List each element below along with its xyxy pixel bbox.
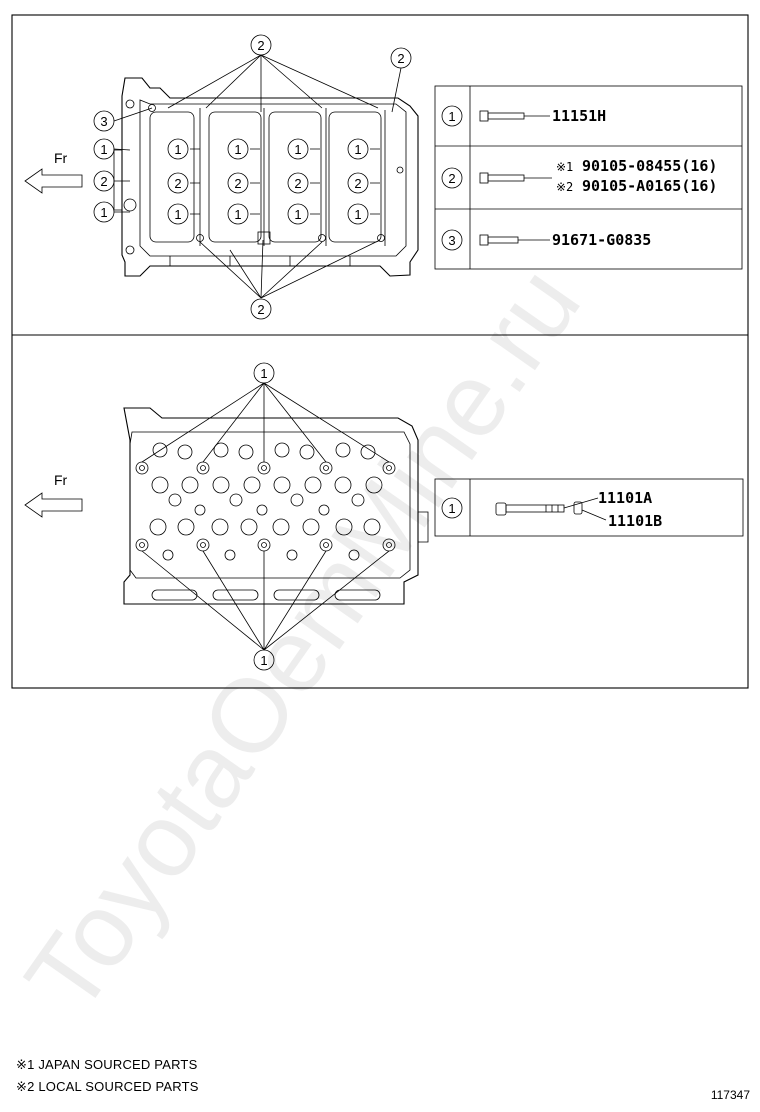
bolt-icon (479, 234, 550, 246)
top-leader-lines (113, 54, 402, 299)
callout-2: 2 (167, 172, 189, 194)
callout-3: 3 (93, 110, 115, 132)
svg-text:1: 1 (174, 207, 181, 222)
front-direction-arrow-bottom: Fr (24, 472, 83, 518)
callout-1: 1 (347, 203, 369, 225)
head-bolt-icon (495, 497, 599, 516)
part-number: 11101A (598, 489, 652, 507)
legend-key-1: 1 (441, 105, 463, 127)
svg-text:1: 1 (294, 142, 301, 157)
callout-1: 1 (93, 138, 115, 160)
bolt-icon (479, 172, 552, 184)
legend-key-3: 3 (441, 229, 463, 251)
part-number: 11101B (608, 512, 662, 530)
callout-1: 1 (253, 649, 275, 671)
footnote-local: ※2 LOCAL SOURCED PARTS (16, 1079, 199, 1094)
svg-text:1: 1 (260, 653, 267, 668)
part-number: 90105-08455(16) (582, 157, 717, 175)
svg-text:1: 1 (174, 142, 181, 157)
callout-2: 2 (93, 170, 115, 192)
callout-2: 2 (347, 172, 369, 194)
callout-1: 1 (347, 138, 369, 160)
top-panel: Fr (24, 34, 743, 320)
part-number: 91671-G0835 (552, 231, 651, 249)
bottom-callouts: 1 1 (253, 362, 275, 671)
callout-1: 1 (253, 362, 275, 384)
callout-2: 2 (287, 172, 309, 194)
svg-text:2: 2 (397, 51, 404, 66)
cylinder-head-cover (113, 77, 419, 277)
svg-text:1: 1 (100, 205, 107, 220)
source-mark: ※2 (556, 180, 573, 194)
svg-text:1: 1 (354, 207, 361, 222)
svg-text:1: 1 (234, 142, 241, 157)
svg-text:2: 2 (257, 38, 264, 53)
top-legend-table: 1 2 3 11151H ※1 90105-08455(16) ※2 90105… (434, 85, 743, 270)
svg-text:2: 2 (448, 171, 455, 186)
front-direction-arrow-top: Fr (24, 150, 83, 194)
front-label: Fr (54, 150, 68, 166)
diagram-frame (11, 14, 749, 689)
svg-text:1: 1 (448, 501, 455, 516)
figure-number: 117347 (710, 1088, 750, 1102)
svg-text:2: 2 (174, 176, 181, 191)
svg-text:1: 1 (354, 142, 361, 157)
head-holes (149, 442, 383, 561)
svg-text:3: 3 (448, 233, 455, 248)
footnote-japan: ※1 JAPAN SOURCED PARTS (16, 1057, 198, 1072)
bolt-icon (479, 110, 550, 122)
part-number: 90105-A0165(16) (582, 177, 717, 195)
svg-text:1: 1 (100, 142, 107, 157)
bottom-legend-table: 1 11101A 11101B (434, 478, 744, 537)
callout-1: 1 (167, 138, 189, 160)
cylinder-head (123, 407, 429, 605)
bottom-leader-lines (141, 382, 390, 651)
callout-2: 2 (250, 298, 272, 320)
svg-text:2: 2 (354, 176, 361, 191)
callout-1: 1 (287, 203, 309, 225)
callout-2: 2 (227, 172, 249, 194)
svg-text:2: 2 (234, 176, 241, 191)
callout-2: 2 (250, 34, 272, 56)
callout-1: 1 (287, 138, 309, 160)
source-mark: ※1 (556, 160, 573, 174)
bottom-panel: Fr (24, 362, 744, 671)
svg-text:1: 1 (448, 109, 455, 124)
svg-text:2: 2 (257, 302, 264, 317)
watermark: ToyotaOemMine.ru (4, 247, 603, 1033)
washer-icon (573, 501, 607, 521)
callout-2: 2 (390, 47, 412, 69)
top-callouts: 2 2 2 3 1 2 1 1 2 1 1 2 1 1 2 1 1 2 1 (93, 34, 412, 320)
callout-1: 1 (227, 203, 249, 225)
part-number: 11151H (552, 107, 606, 125)
svg-text:3: 3 (100, 114, 107, 129)
svg-text:1: 1 (234, 207, 241, 222)
svg-text:1: 1 (294, 207, 301, 222)
legend-key-2: 2 (441, 167, 463, 189)
svg-text:1: 1 (260, 366, 267, 381)
svg-text:2: 2 (100, 174, 107, 189)
svg-text:2: 2 (294, 176, 301, 191)
front-label: Fr (54, 472, 68, 488)
legend-key-1: 1 (441, 497, 463, 519)
callout-1: 1 (93, 201, 115, 223)
callout-1: 1 (227, 138, 249, 160)
callout-1: 1 (167, 203, 189, 225)
